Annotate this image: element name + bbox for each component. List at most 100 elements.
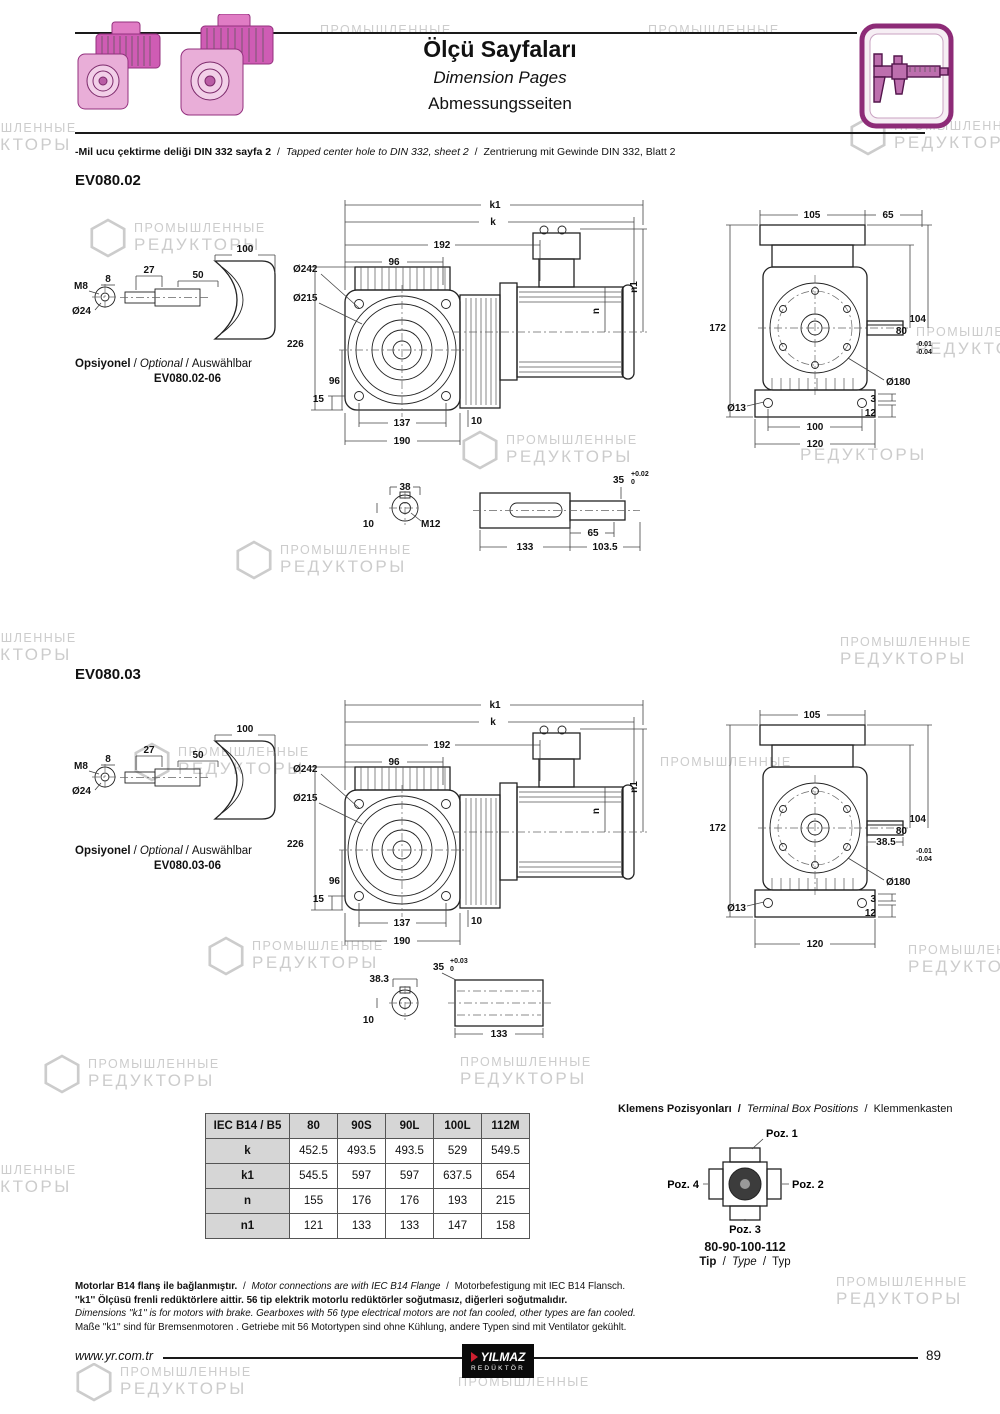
din-note-tr: -Mil ucu çektirme deliği DIN 332 sayfa 2	[75, 146, 272, 158]
terminal-title-en: Terminal Box Positions	[746, 1103, 859, 1115]
logo-subtitle: REDÜKTÖR	[470, 1364, 526, 1372]
dim-80: 80	[855, 744, 914, 837]
optional-label-block-2: Opsiyonel/Optional/Auswählbar EV080.03-0…	[75, 845, 300, 872]
dim-label-104: 104	[909, 314, 926, 325]
note-1-de: Motorbefestigung mit IEC B14 Flansch.	[454, 1281, 626, 1292]
dim-label-133: 133	[517, 542, 534, 553]
gearmotor-photo-1	[77, 21, 161, 110]
terminal-title-tr: Klemens Pozisyonları	[618, 1103, 732, 1115]
hexagon-logo-icon	[236, 540, 272, 580]
watermark-line2: РЕДУКТОРЫ	[252, 952, 379, 972]
dim-label-15: 15	[313, 894, 325, 905]
dim-label-38: 38	[399, 482, 411, 493]
dim-d24: Ø24	[72, 782, 102, 797]
dim-label-27: 27	[143, 265, 155, 276]
front-view-outline	[339, 766, 467, 917]
dim-12: 12	[865, 904, 896, 919]
watermark-line1: ПРОМЫШЛЕННЫЕ	[280, 543, 412, 558]
dim-label-137: 137	[394, 918, 411, 929]
dim-label-103-5: 103.5	[592, 542, 617, 553]
table-header-cell: 90L	[385, 1113, 434, 1139]
dim-label-96-side: 96	[388, 757, 400, 768]
dim-label-133: 133	[491, 1029, 508, 1040]
dim-d13: Ø13	[727, 401, 765, 414]
tip-label-tr: Tip	[699, 1256, 717, 1268]
dim-105: 105	[759, 710, 866, 725]
rear-view-outline	[754, 724, 908, 918]
dim-172: 172	[709, 724, 758, 918]
table-cell: 597	[337, 1163, 386, 1189]
table-cell: 155	[289, 1188, 338, 1214]
note-line-4: Maße ''k1'' sind für Bremsenmotoren . Ge…	[75, 1321, 627, 1333]
dim-label-226: 226	[287, 339, 304, 350]
table-cell: 452.5	[289, 1138, 338, 1164]
din-note-line: -Mil ucu çektirme deliği DIN 332 sayfa 2…	[75, 146, 676, 158]
dim-100: 100	[214, 244, 276, 273]
row-label: n	[205, 1188, 290, 1214]
watermark-line1: ПРОМЫШЛЕННЫЕ	[178, 745, 310, 760]
terminal-box-outline	[703, 1138, 789, 1221]
logo-name: YILMAZ	[480, 1349, 526, 1364]
front-view-outline	[339, 266, 467, 417]
product-photos	[77, 14, 274, 116]
dim-label-k: k	[490, 217, 496, 228]
dim-100-base: 100	[767, 409, 863, 433]
watermark-line2: РЕДУКТОРЫ	[916, 338, 1000, 358]
dim-35: 35 +0.03 0	[433, 958, 468, 981]
dim-k: k	[345, 217, 635, 283]
dim-96-side: 96	[345, 757, 444, 785]
dim-label-65: 65	[882, 210, 894, 221]
page-title-block: Ölçü Sayfaları Dimension Pages Abmessung…	[330, 34, 670, 117]
table-row: n 155 176 176 193 215	[205, 1188, 530, 1214]
terminal-position-3: Poz. 3	[729, 1224, 761, 1236]
terminal-position-1: Poz. 1	[766, 1128, 798, 1140]
tolerance-lower: -0.04	[916, 856, 932, 863]
dim-label-120: 120	[807, 939, 824, 950]
dim-label-n: n	[591, 308, 602, 314]
note-1-en: Motor connections are with IEC B14 Flang…	[251, 1281, 441, 1292]
dim-96-front: 96	[329, 350, 343, 410]
dim-label-100: 100	[237, 244, 254, 255]
dim-label-d242: Ø242	[293, 764, 318, 775]
dim-d180: Ø180	[847, 357, 911, 388]
dim-10: 10	[467, 910, 483, 927]
optional-outline	[92, 260, 276, 340]
shaft-drawing-2: 38.3 10 35 +0.03 0 133	[363, 958, 551, 1040]
watermark-line1: ПРОМЫШЛЕННЫЕ	[660, 755, 792, 769]
dim-190: 190	[344, 913, 461, 947]
table-header-cell: 80	[289, 1113, 338, 1139]
dim-96-front: 96	[329, 850, 343, 910]
dim-label-100: 100	[237, 724, 254, 735]
table-cell: 158	[481, 1213, 530, 1239]
watermark-line1: ПРОМЫШЛЕННЫЕ	[134, 221, 266, 236]
dim-65: 65	[865, 210, 923, 227]
separator: /	[242, 1281, 246, 1292]
separator: /	[864, 1103, 868, 1115]
rear-view-drawing-2: 105 38.5 172 104 80 -0.01 -0	[709, 710, 932, 950]
dim-label-50: 50	[192, 270, 204, 281]
optional-model-2: EV080.03-06	[153, 860, 222, 872]
dim-label-105: 105	[804, 710, 821, 721]
table-row: n1 121 133 133 147 158	[205, 1213, 530, 1239]
table-cell: 215	[481, 1188, 530, 1214]
dim-label-80: 80	[896, 326, 908, 337]
dim-label-d215: Ø215	[293, 293, 318, 304]
watermark-line2: РЕДУКТОРЫ	[0, 644, 72, 664]
dim-100: 100	[214, 724, 276, 753]
website-link[interactable]: www.yr.com.tr	[75, 1349, 164, 1363]
table-cell: 133	[385, 1213, 434, 1239]
watermark-line2: РЕДУКТОРЫ	[506, 446, 633, 466]
separator: /	[185, 358, 189, 370]
dim-192: 192	[345, 240, 541, 281]
dim-label-10: 10	[471, 416, 483, 427]
dim-label-192: 192	[434, 740, 451, 751]
hexagon-logo-icon	[44, 1054, 80, 1094]
dim-tolerance: -0.01 -0.04	[916, 848, 932, 863]
note-1-tr: Motorlar B14 flanş ile bağlanmıştır.	[75, 1281, 238, 1292]
